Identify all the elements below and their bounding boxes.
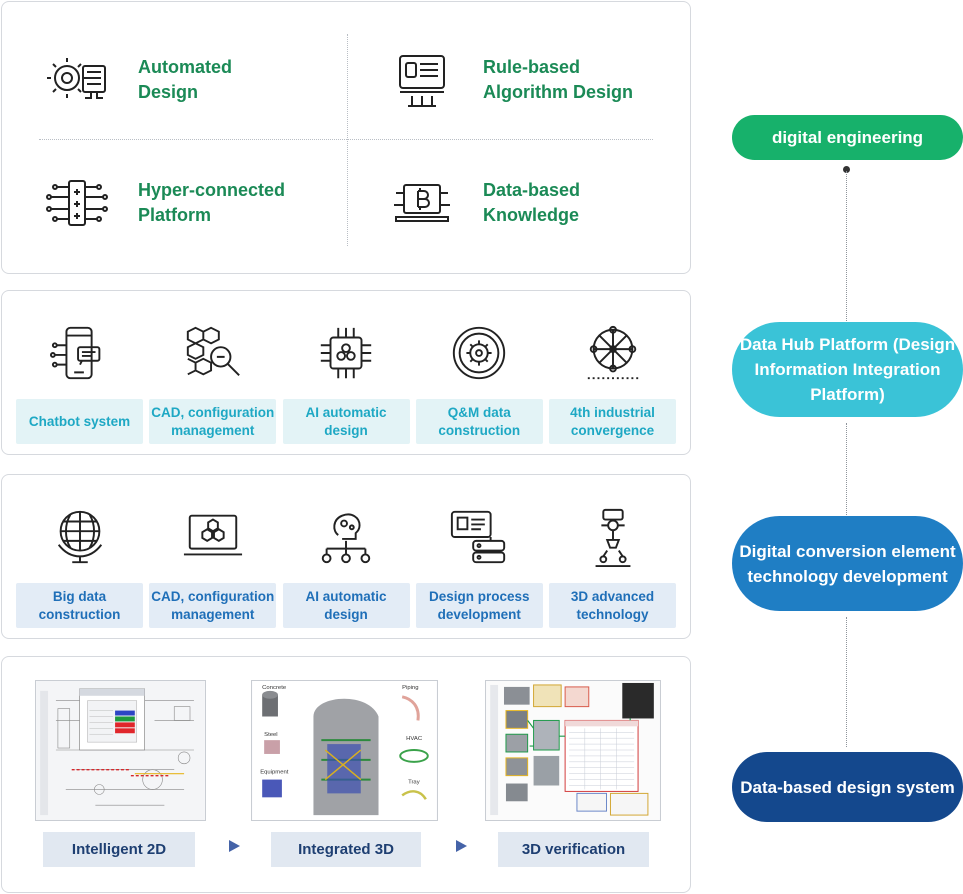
hub-item: Chatbot system	[16, 318, 143, 444]
label-line: Knowledge	[483, 205, 580, 225]
core-concepts-panel	[1, 1, 691, 274]
stage-digital-conversion: Digital conversion element technology de…	[732, 516, 963, 611]
hub-item: AI automatic design	[282, 318, 410, 444]
caption-tray: Tray	[408, 780, 420, 786]
qm-data-label: Q&M data construction	[415, 399, 543, 444]
intelligent-2d-screenshot	[35, 680, 206, 821]
integrated-3d-label: Integrated 3D	[271, 832, 421, 867]
hexagon-search-icon	[178, 318, 248, 388]
circuit-chip-icon	[42, 168, 112, 238]
caption-concrete: Concrete	[262, 685, 287, 691]
flow-arrow-icon	[456, 840, 467, 852]
big-data-label: Big data construction	[16, 583, 143, 628]
ai-chip-icon	[311, 318, 381, 388]
hub-item: CAD, configuration management	[149, 318, 277, 444]
conversion-item: CAD, configuration management	[149, 502, 277, 628]
conversion-item: AI automatic design	[282, 502, 410, 628]
label-line: Design	[138, 82, 199, 102]
industrial-convergence-label: 4th industrial convergence	[549, 399, 676, 444]
stage-data-based-design: Data-based design system	[732, 752, 963, 822]
conversion-item: 3D advanced technology	[549, 502, 676, 628]
label-line: Rule-based	[483, 57, 581, 77]
chatbot-phone-icon	[45, 318, 115, 388]
ai-head-network-icon	[311, 502, 381, 572]
label-line: Algorithm Design	[483, 82, 634, 102]
3d-verification-label: 3D verification	[498, 832, 649, 867]
ai-auto-design-label: AI automatic design	[282, 399, 410, 444]
bitcoin-laptop-icon	[387, 168, 457, 238]
flow-arrow-icon	[229, 840, 240, 852]
connector-dot	[843, 166, 850, 173]
conversion-item: Design process development	[415, 502, 543, 628]
hub-item: Q&M data construction	[415, 318, 543, 444]
conversion-items: Big data construction CAD, configuration…	[16, 502, 676, 628]
cad-config-label: CAD, configuration management	[149, 399, 277, 444]
conversion-item: Big data construction	[16, 502, 143, 628]
design-process-label: Design process development	[415, 583, 543, 628]
cad-config-label-2: CAD, configuration management	[149, 583, 277, 628]
ai-auto-design-label-2: AI automatic design	[282, 583, 410, 628]
label-line: Hyper-connected	[138, 180, 286, 200]
globe-stand-icon	[45, 502, 115, 572]
label-line: Platform	[138, 205, 212, 225]
hub-item: 4th industrial convergence	[549, 318, 676, 444]
caption-equipment: Equipment	[260, 770, 289, 776]
stage-digital-engineering: digital engineering	[732, 115, 963, 160]
chatbot-system-label: Chatbot system	[16, 399, 143, 444]
label-line: Automated	[138, 57, 232, 77]
connector-line	[846, 171, 847, 321]
horizontal-divider	[39, 139, 653, 140]
stage-data-hub-platform: Data Hub Platform (Design Information In…	[732, 322, 963, 417]
server-stack-icon	[444, 502, 514, 572]
intelligent-2d-label: Intelligent 2D	[43, 832, 195, 867]
3d-advanced-label: 3D advanced technology	[549, 583, 676, 628]
laptop-hexagon-icon	[178, 502, 248, 572]
gear-circle-icon	[444, 318, 514, 388]
3d-verification-collage	[485, 680, 661, 821]
connector-line	[846, 423, 847, 515]
connector-line	[846, 617, 847, 747]
presentation-board-icon	[387, 45, 457, 115]
gear-monitor-icon	[42, 45, 112, 115]
robot-arm-icon	[578, 502, 648, 572]
data-hub-items: Chatbot system CAD, configuration manage…	[16, 318, 676, 444]
caption-hvac: HVAC	[406, 736, 423, 742]
network-globe-icon	[578, 318, 648, 388]
caption-piping: Piping	[402, 685, 418, 691]
caption-steel: Steel	[264, 732, 277, 738]
vertical-divider	[347, 34, 348, 246]
integrated-3d-render: Concrete Steel Equipment Piping HVAC Tra…	[251, 680, 438, 821]
label-line: Data-based	[483, 180, 581, 200]
